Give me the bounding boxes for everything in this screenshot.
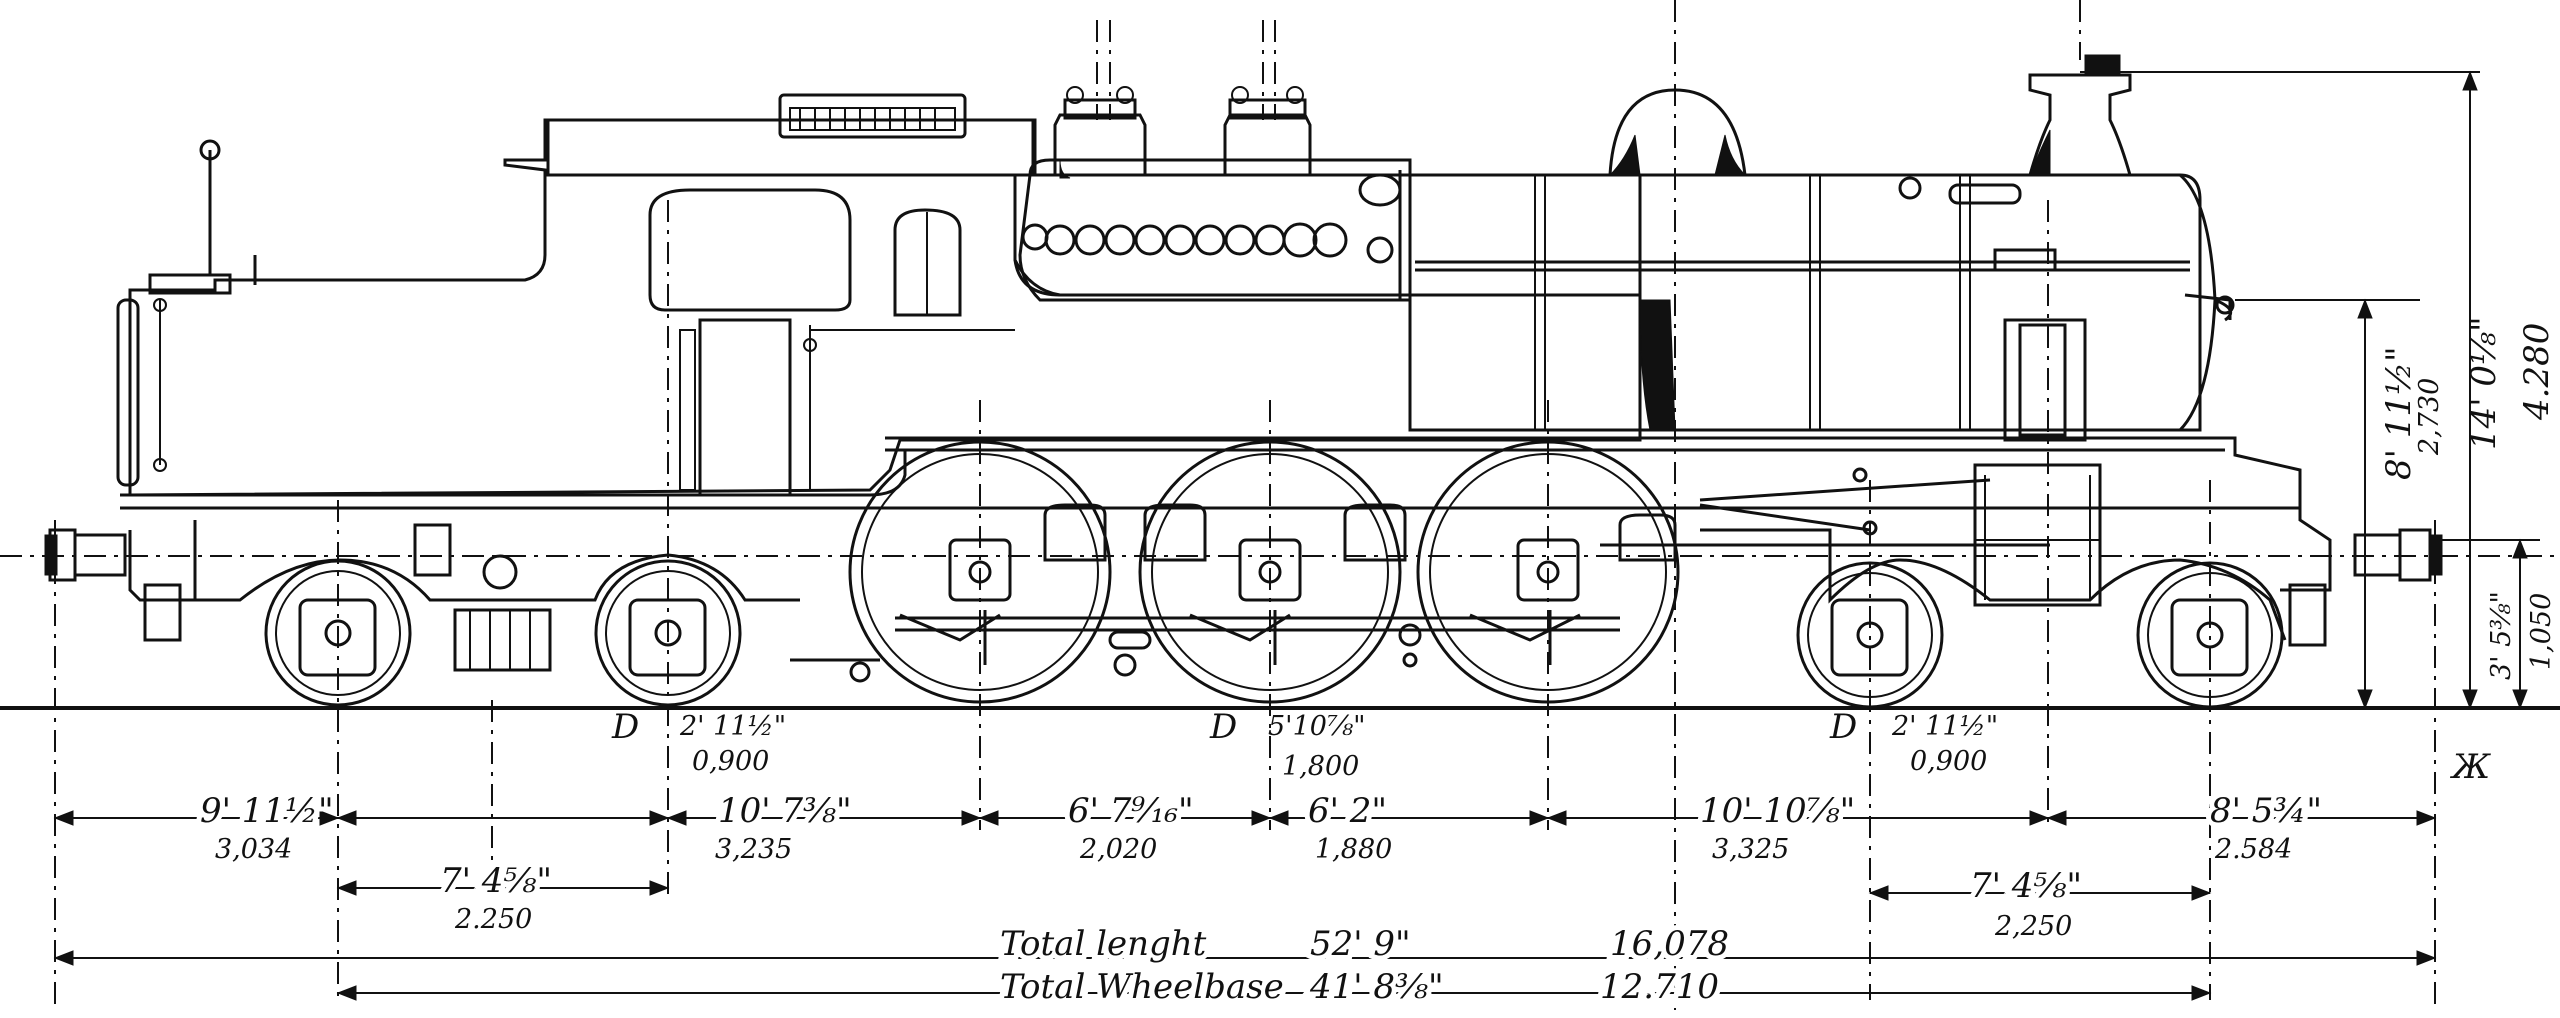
spacing-4: 6' 2" 1,880 bbox=[1303, 786, 1392, 865]
bogie-right-imperial: 7' 4⅝" bbox=[1970, 866, 2082, 906]
wheel-label-driving: D 5'10⅞" 1,800 bbox=[1209, 707, 1366, 782]
bogie-right-metric: 2,250 bbox=[1994, 911, 2072, 942]
steam-dome bbox=[1608, 88, 1747, 177]
spacing-6: 8' 5¾" 2.584 bbox=[2205, 786, 2327, 865]
wheel-diameter-imperial: 2' 11½" bbox=[679, 711, 786, 742]
wheel-marker: D bbox=[1209, 707, 1237, 747]
spacing-1: 9' 11½" 3,034 bbox=[195, 786, 339, 865]
total-wheelbase-metric: 12.710 bbox=[1600, 967, 1719, 1007]
wheel-diameter-imperial: 5'10⅞" bbox=[1268, 711, 1366, 742]
wheel-rear-carrying-2 bbox=[594, 559, 742, 707]
wheel-front-carrying-1 bbox=[1796, 561, 1944, 709]
wheel-diameter-metric: 0,900 bbox=[1910, 746, 1987, 777]
bogie-left-dimension: 7' 4⅝" 2.250 bbox=[336, 856, 670, 935]
total-wheelbase-label: Total Wheelbase bbox=[1000, 967, 1284, 1007]
wheel-diameter-metric: 1,800 bbox=[1282, 751, 1359, 782]
frame bbox=[128, 463, 2287, 641]
boiler-height-metric: 2,730 bbox=[2414, 378, 2445, 456]
spacing-imperial: 6' 7⁹⁄₁₆" bbox=[1068, 791, 1194, 831]
bunker-ladder bbox=[116, 298, 140, 487]
rear-buffer bbox=[44, 528, 182, 642]
coupling-rod bbox=[895, 613, 1620, 677]
total-length-label: Total lenght bbox=[1000, 924, 1207, 964]
smokebox-door-frame bbox=[2003, 318, 2087, 442]
firebox bbox=[1013, 86, 1642, 302]
spacing-imperial: 8' 5¾" bbox=[2210, 791, 2322, 831]
wheel-label-leading: D 2' 11½" 0,900 bbox=[611, 707, 786, 777]
spacing-metric: 3,034 bbox=[215, 834, 292, 865]
buffer-height-imperial: 3' 5⅜" bbox=[2486, 591, 2517, 680]
wheel-marker: D bbox=[611, 707, 639, 747]
bogie-left-imperial: 7' 4⅝" bbox=[440, 861, 552, 901]
axle-centerlines bbox=[54, 0, 2436, 1010]
front-buffer bbox=[2288, 528, 2443, 647]
wheel-label-trailing: D 2' 11½" 0,900 bbox=[1829, 707, 1998, 777]
spacing-3: 6' 7⁹⁄₁₆" 2,020 bbox=[1063, 786, 1199, 865]
frame-lightening-holes bbox=[1043, 503, 1677, 562]
total-height-imperial: 14' 0⅛" bbox=[2464, 316, 2504, 450]
boiler bbox=[1408, 88, 2217, 432]
spacing-metric: 1,880 bbox=[1315, 834, 1392, 865]
spacing-5: 10' 10⅞" 3,325 bbox=[1695, 786, 1860, 865]
driving-wheel-1 bbox=[848, 440, 1112, 704]
spacing-metric: 3,325 bbox=[1712, 834, 1789, 865]
spacing-imperial: 9' 11½" bbox=[200, 791, 334, 831]
wheel-diameter-imperial: 2' 11½" bbox=[1891, 711, 1998, 742]
total-wheelbase-imperial: 41' 8⅜" bbox=[1309, 967, 1444, 1007]
spacing-dimension-lines bbox=[53, 810, 2437, 826]
total-length-imperial: 52' 9" bbox=[1310, 924, 1411, 964]
rivet-row bbox=[1021, 222, 1394, 264]
safety-valve-left bbox=[1053, 86, 1147, 179]
bogie-left-metric: 2.250 bbox=[454, 904, 532, 935]
bogie-spring bbox=[413, 523, 552, 672]
spacing-2: 10' 7⅜" 3,235 bbox=[713, 786, 857, 865]
wheel-marker: D bbox=[1829, 707, 1857, 747]
cab-side-window bbox=[893, 208, 962, 317]
wheel-diameter-metric: 0,900 bbox=[692, 746, 769, 777]
cab-door bbox=[698, 318, 792, 497]
cab-window bbox=[648, 188, 852, 312]
drafter-monogram: Ж bbox=[2449, 747, 2491, 787]
spacing-imperial: 10' 10⅞" bbox=[1700, 791, 1855, 831]
buffer-height-metric: 1,050 bbox=[2526, 593, 2557, 670]
spacing-metric: 2.584 bbox=[2214, 834, 2292, 865]
chimney bbox=[2028, 54, 2132, 177]
total-length-dimension: Total lenght 52' 9" 16,078 bbox=[53, 919, 2437, 969]
total-height-metric: 4.280 bbox=[2517, 323, 2557, 421]
bogie-right-dimension: 7' 4⅝" 2,250 bbox=[1868, 861, 2212, 942]
spacing-imperial: 6' 2" bbox=[1308, 791, 1387, 831]
spacing-metric: 3,235 bbox=[715, 834, 792, 865]
wheel-front-carrying-2 bbox=[2136, 561, 2284, 709]
running-board bbox=[120, 436, 2332, 592]
brake-gear bbox=[790, 610, 1552, 683]
height-dimensions bbox=[2080, 70, 2540, 710]
spacing-metric: 2,020 bbox=[1079, 834, 1157, 865]
spacing-imperial: 10' 7⅜" bbox=[718, 791, 852, 831]
driving-wheel-3 bbox=[1416, 440, 1680, 704]
driving-wheel-2 bbox=[1138, 440, 1402, 704]
wheel-rear-carrying-1 bbox=[264, 559, 412, 707]
boiler-height-imperial: 8' 11½" bbox=[2379, 346, 2419, 480]
total-length-metric: 16,078 bbox=[1610, 924, 1729, 964]
roof-ventilator bbox=[789, 107, 956, 131]
total-wheelbase-dimension: Total Wheelbase 41' 8⅜" 12.710 bbox=[336, 962, 2212, 1012]
safety-valve-right bbox=[1223, 86, 1312, 177]
